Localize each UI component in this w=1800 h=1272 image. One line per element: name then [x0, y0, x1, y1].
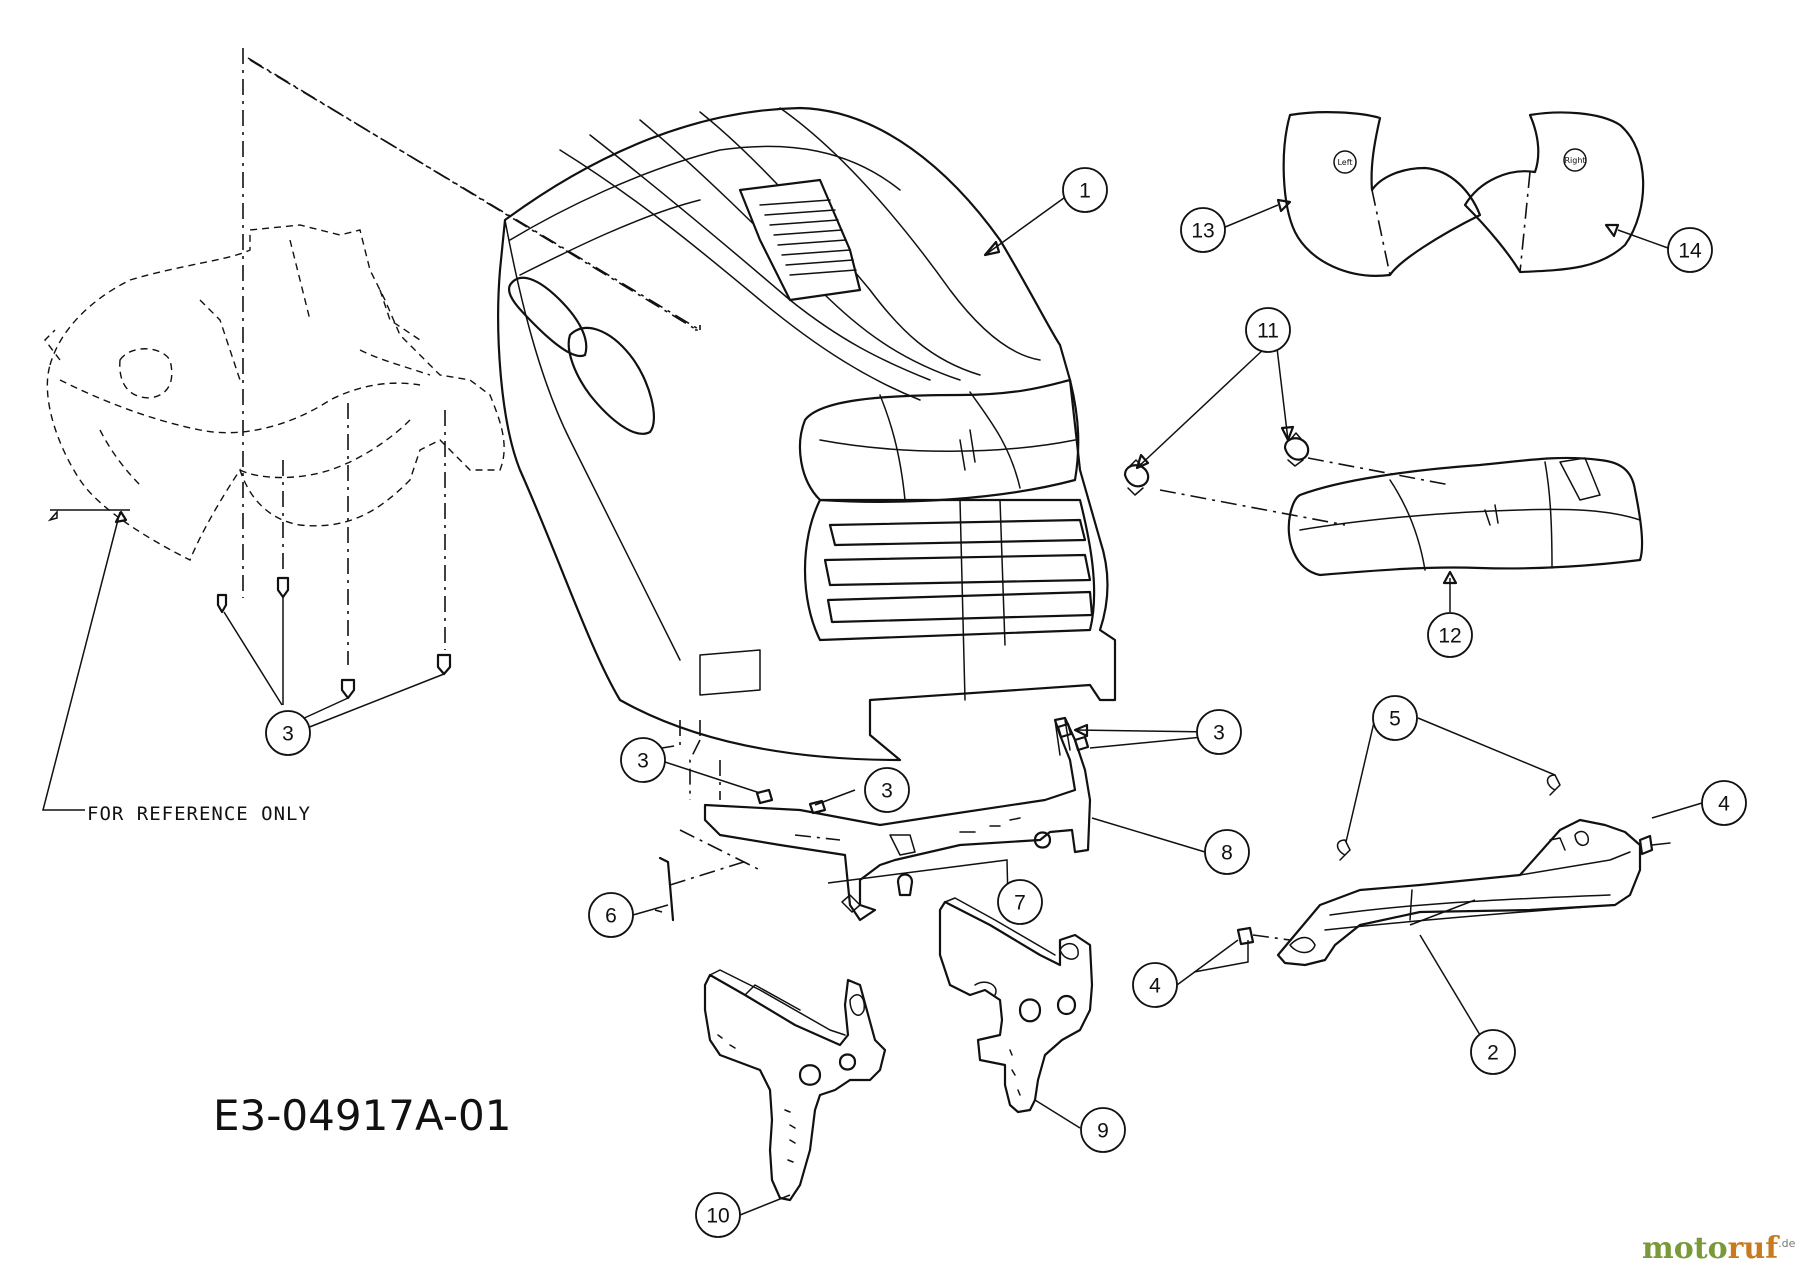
svg-text:11: 11 — [1257, 320, 1279, 343]
svg-text:3: 3 — [637, 750, 649, 773]
reference-note: FOR REFERENCE ONLY — [87, 803, 311, 825]
screws-group-a — [42, 509, 452, 811]
decals-parts-13-14: Left Right — [1282, 111, 1645, 277]
svg-text:4: 4 — [1149, 975, 1161, 998]
reference-lines — [242, 48, 703, 665]
screws-group-b — [649, 720, 1090, 897]
svg-text:10: 10 — [706, 1205, 729, 1228]
watermark-suffix: .de — [1778, 1237, 1796, 1250]
lamps-part-11 — [1123, 432, 1310, 496]
svg-text:7: 7 — [1014, 892, 1026, 915]
bracket-part-10 — [703, 969, 887, 1202]
callout-10: 10 — [695, 1192, 741, 1238]
svg-text:4: 4 — [1718, 793, 1730, 816]
svg-text:2: 2 — [1487, 1042, 1499, 1065]
pin-part-6 — [658, 856, 751, 922]
svg-text:3: 3 — [881, 780, 893, 803]
svg-text:6: 6 — [605, 905, 617, 928]
callout-1: 1 — [1062, 167, 1108, 213]
callout-8: 8 — [1204, 829, 1250, 875]
bumper-part-2 — [1236, 818, 1671, 967]
svg-text:3: 3 — [1213, 722, 1225, 745]
svg-text:5: 5 — [1389, 708, 1401, 731]
callout-14: 14 — [1667, 227, 1713, 273]
callout-3b: 3 — [620, 737, 666, 783]
watermark-part1: moto — [1642, 1231, 1728, 1266]
svg-text:9: 9 — [1097, 1120, 1109, 1143]
svg-text:1: 1 — [1079, 180, 1091, 203]
svg-text:3: 3 — [282, 723, 294, 746]
callout-3d: 3 — [1196, 709, 1242, 755]
decal-right-text: Right — [1564, 156, 1585, 165]
callout-13: 13 — [1180, 207, 1226, 253]
svg-text:12: 12 — [1438, 625, 1461, 648]
watermark-part2: ruf — [1727, 1231, 1779, 1266]
watermark-logo: motoruf.de — [1642, 1231, 1795, 1266]
svg-text:13: 13 — [1191, 220, 1214, 243]
callout-4a: 4 — [1701, 780, 1747, 826]
drawing-code: E3-04917A-01 — [213, 1091, 511, 1140]
callout-9: 9 — [1080, 1107, 1126, 1153]
callout-11: 11 — [1245, 307, 1291, 353]
grille-part-12 — [1159, 456, 1644, 577]
callout-3c: 3 — [864, 767, 910, 813]
hood-part-1 — [497, 106, 1117, 762]
callout-6: 6 — [588, 892, 669, 938]
reference-dash-assembly: FOR REFERENCE ONLY — [44, 224, 505, 825]
callout-2: 2 — [1419, 934, 1516, 1075]
leader-lines — [654, 189, 1703, 1216]
callout-7: 7 — [997, 879, 1043, 925]
callout-4b: 4 — [1132, 939, 1239, 1008]
bracket-part-9 — [938, 897, 1094, 1114]
callout-12: 12 — [1427, 612, 1473, 658]
clips-part-5 — [1336, 774, 1561, 861]
decal-left-text: Left — [1337, 158, 1352, 167]
callout-5: 5 — [1372, 695, 1418, 741]
svg-text:14: 14 — [1678, 240, 1702, 263]
svg-text:8: 8 — [1221, 842, 1233, 865]
callout-3a: 3 — [265, 710, 311, 756]
